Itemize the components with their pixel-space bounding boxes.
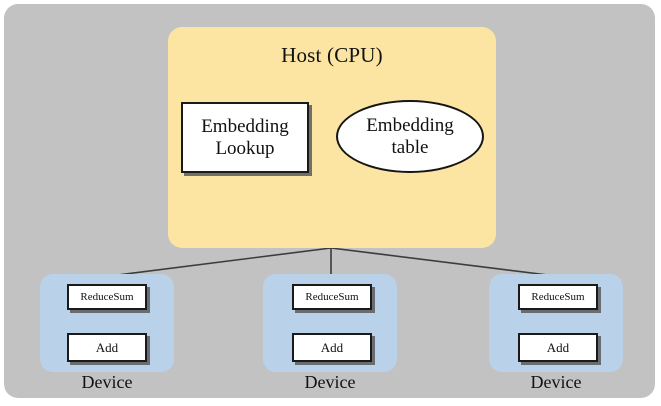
- embedding-lookup-box[interactable]: Embedding Lookup: [181, 102, 309, 173]
- add-label-1: Add: [95, 339, 119, 355]
- embedding-table-label: Embedding table: [366, 115, 454, 158]
- reducesum-box-3[interactable]: ReduceSum: [518, 284, 598, 310]
- reducesum-label-1: ReduceSum: [80, 291, 134, 303]
- device-label-2: Device: [304, 372, 356, 392]
- add-box-1[interactable]: Add: [67, 333, 147, 362]
- embedding-lookup-line-1: Embedding: [201, 116, 289, 138]
- embedding-table-ellipse[interactable]: Embedding table: [336, 100, 484, 173]
- device-label-1: Device: [81, 372, 133, 392]
- embedding-lookup-label: Embedding Lookup: [201, 116, 289, 159]
- embedding-lookup-line-2: Lookup: [215, 137, 275, 159]
- add-label-3: Add: [546, 339, 570, 355]
- reducesum-label-2: ReduceSum: [305, 291, 359, 303]
- embedding-table-line-1: Embedding: [366, 115, 454, 137]
- add-label-2: Add: [320, 339, 344, 355]
- reducesum-box-2[interactable]: ReduceSum: [292, 284, 372, 310]
- embedding-table-line-2: table: [391, 136, 429, 158]
- host-title: Host (CPU): [281, 43, 383, 67]
- reducesum-label-3: ReduceSum: [531, 291, 585, 303]
- reducesum-box-1[interactable]: ReduceSum: [67, 284, 147, 310]
- device-label-3: Device: [530, 372, 582, 392]
- add-box-3[interactable]: Add: [518, 333, 598, 362]
- add-box-2[interactable]: Add: [292, 333, 372, 362]
